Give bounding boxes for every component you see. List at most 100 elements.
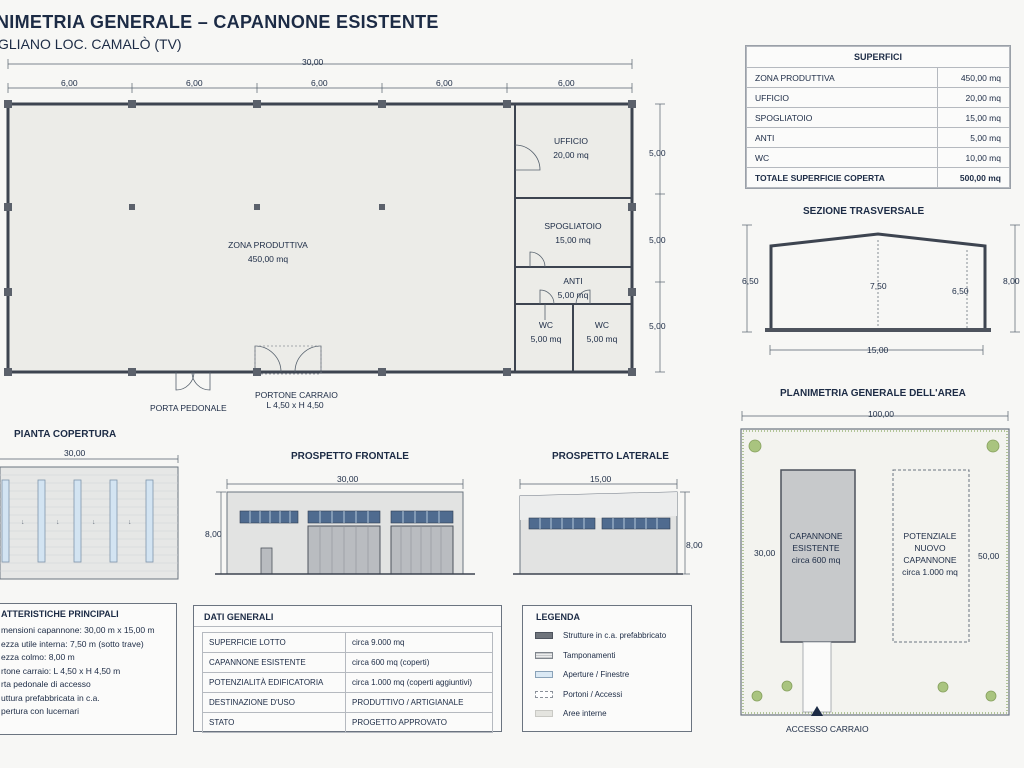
plan-dim-bay: 6,00 [558,78,575,88]
swatch-tamponamenti [535,651,553,659]
area-height-right: 50,00 [978,551,1000,561]
sezione-title: SEZIONE TRASVERSALE [803,206,925,217]
room-area: 450,00 mq [247,254,289,264]
structural-columns [4,100,636,376]
row-value: 20,00 mq [937,87,1010,108]
dati-title: DATI GENERALI [194,606,501,627]
label-line: circa 1.000 mq [902,567,958,577]
roof-plan: ↓↓↓↓ [0,455,179,580]
site-plan [740,411,1010,716]
area-height-left: 30,00 [754,548,776,558]
row-label: DESTINAZIONE D'USO [202,692,346,713]
room-ufficio: UFFICIO 20,00 mq [541,136,601,160]
row-label: POTENZIALITÀ EDIFICATORIA [202,672,346,693]
side-elevation [513,479,690,575]
label-line: circa 600 mq [791,555,841,565]
plan-dim-right: 5,00 [649,321,666,331]
row-value: PROGETTO APPROVATO [345,712,493,733]
interior-walls [514,104,632,372]
row-label: ANTI [746,127,938,148]
row-label: STATO [202,712,346,733]
svg-text:↓: ↓ [21,519,25,526]
row-label: ZONA PRODUTTIVA [746,67,938,88]
plan-dimension-lines [7,59,665,373]
section-height-left: 6,50 [742,276,759,286]
swatch-aperture [535,671,553,679]
door-carraio-label: PORTONE CARRAIO L 4,50 x H 4,50 [255,390,338,410]
plan-dim-right: 5,00 [649,235,666,245]
access-label: ACCESSO CARRAIO [786,724,869,734]
total-label: TOTALE SUPERFICIE COPERTA [746,167,938,188]
room-name: WC [538,320,554,330]
section-height-mid: 7,50 [870,281,887,291]
page-subtitle: GLIANO LOC. CAMALÒ (TV) [0,36,182,52]
frontale-width: 30,00 [337,474,359,484]
plan-dim-total: 30,00 [302,57,324,67]
list-item: ezza utile interna: 7,50 m (sotto trave) [1,638,144,649]
row-value: 450,00 mq [937,67,1010,88]
section-height-right: 8,00 [1003,276,1020,286]
total-value: 500,00 mq [937,167,1010,188]
plan-dim-bay: 6,00 [186,78,203,88]
plan-dim-right: 5,00 [649,148,666,158]
label-line: CAPANNONE [789,531,843,541]
area-width: 100,00 [868,409,894,419]
list-item: pertura con lucernari [1,706,79,716]
label-line: ESISTENTE [792,543,840,553]
legend-item: Portoni / Accessi [535,685,691,705]
caratteristiche-title: ATTERISTICHE PRINCIPALI [1,609,119,619]
plan-dim-bay: 6,00 [436,78,453,88]
room-area: 20,00 mq [553,150,589,160]
list-item: rtone carraio: L 4,50 x H 4,50 m [1,665,121,676]
row-label: UFFICIO [746,87,938,108]
area-title: PLANIMETRIA GENERALE DELL'AREA [780,388,966,399]
swatch-aree-interne [535,710,553,718]
room-name: ZONA PRODUTTIVA [228,240,308,250]
room-name: UFFICIO [554,136,588,146]
room-area: 5,00 mq [586,334,618,344]
existing-building-label: CAPANNONE ESISTENTE circa 600 mq [786,530,846,566]
row-label: WC [746,147,938,168]
copertura-title: PIANTA COPERTURA [14,429,117,440]
row-label: SPOGLIATOIO [746,107,938,128]
list-item: rta pedonale di accesso [1,679,91,689]
door-carraio-size: L 4,50 x H 4,50 [266,400,324,410]
svg-text:↓: ↓ [92,519,96,526]
room-name: ANTI [563,276,583,286]
section-height-inner: 6,50 [952,286,969,296]
swatch-portoni [535,690,553,698]
legend-label: Strutture in c.a. prefabbricato [563,631,667,641]
legend-item: Strutture in c.a. prefabbricato [535,626,691,646]
laterale-width: 15,00 [590,474,612,484]
room-spogliatoio: SPOGLIATOIO 15,00 mq [538,221,608,245]
legenda-box: LEGENDA Strutture in c.a. prefabbricato … [522,605,692,732]
row-value: circa 1.000 mq (coperti aggiuntivi) [345,672,493,693]
list-item: ezza colmo: 8,00 m [1,652,75,662]
laterale-height: 8,00 [686,540,703,550]
row-value: PRODUTTIVO / ARTIGIANALE [345,692,493,713]
plan-dim-bay: 6,00 [311,78,328,88]
copertura-width: 30,00 [64,448,86,458]
list-item: uttura prefabbricata in c.a. [1,692,100,703]
room-anti: ANTI 5,00 mq [548,276,598,300]
legenda-title: LEGENDA [536,612,581,622]
room-area: 15,00 mq [555,235,591,245]
room-name: WC [594,320,610,330]
legend-label: Portoni / Accessi [563,689,623,699]
frontale-title: PROSPETTO FRONTALE [291,451,409,462]
row-label: SUPERFICIE LOTTO [202,632,346,653]
label-line: CAPANNONE [903,555,957,565]
row-value: 10,00 mq [937,147,1010,168]
svg-text:↓: ↓ [128,519,132,526]
